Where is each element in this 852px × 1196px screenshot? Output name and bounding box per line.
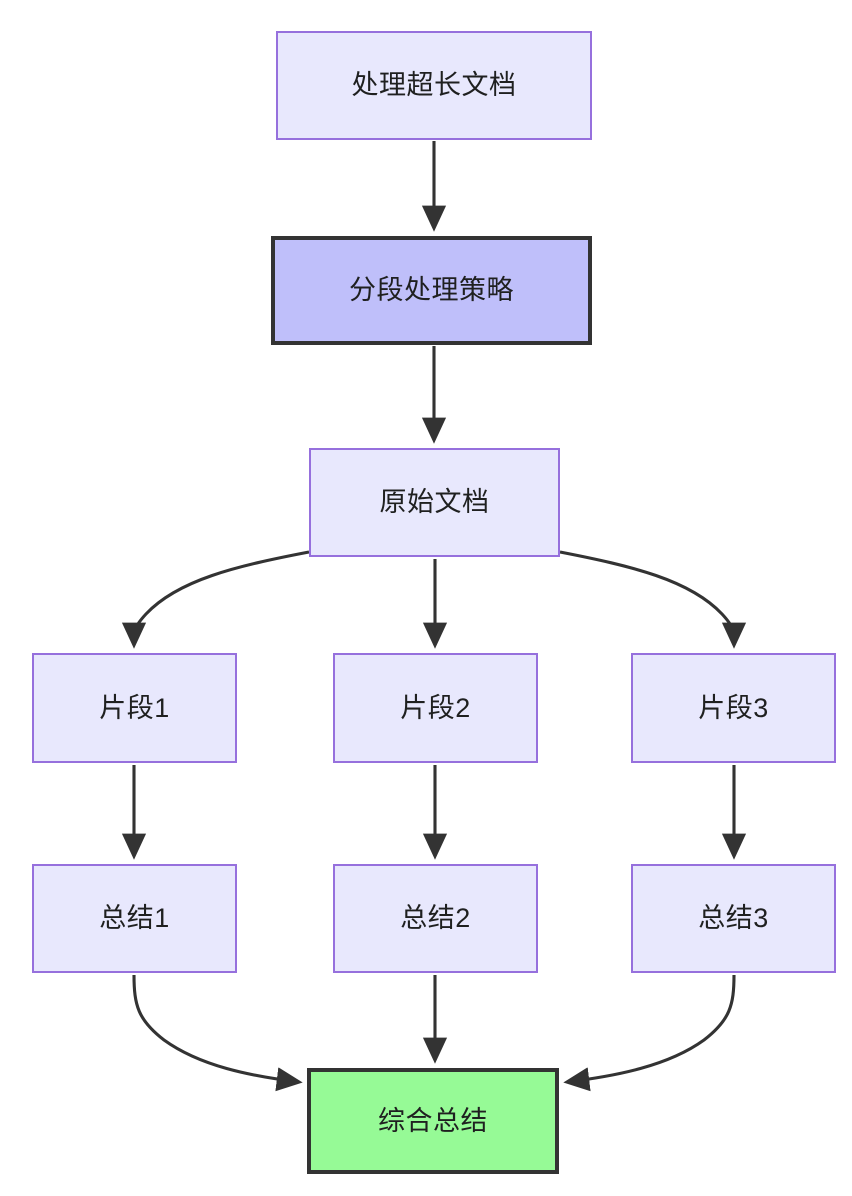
- node-label: 总结3: [698, 903, 769, 934]
- node-fragment-1[interactable]: 片段1: [32, 653, 237, 763]
- node-label: 总结1: [99, 903, 170, 934]
- edge-n3-n4: [121, 550, 310, 649]
- edge-n3-n6: [559, 550, 747, 649]
- node-label: 片段1: [99, 692, 170, 723]
- node-summary-3[interactable]: 总结3: [631, 864, 836, 973]
- node-process-long-document[interactable]: 处理超长文档: [276, 31, 592, 140]
- node-label: 分段处理策略: [349, 275, 514, 306]
- node-original-document[interactable]: 原始文档: [309, 448, 560, 557]
- node-label: 总结2: [400, 903, 471, 934]
- node-label: 处理超长文档: [351, 70, 517, 101]
- edge-n9-n10: [563, 974, 736, 1092]
- node-chunking-strategy[interactable]: 分段处理策略: [271, 236, 592, 345]
- node-fragment-3[interactable]: 片段3: [631, 653, 836, 763]
- node-combined-summary[interactable]: 综合总结: [307, 1068, 559, 1174]
- node-label: 原始文档: [379, 487, 490, 518]
- node-summary-2[interactable]: 总结2: [333, 864, 538, 973]
- node-label: 综合总结: [378, 1105, 488, 1136]
- node-label: 片段3: [698, 692, 769, 723]
- node-fragment-2[interactable]: 片段2: [333, 653, 538, 763]
- node-label: 片段2: [400, 692, 471, 723]
- edge-n7-n10: [132, 974, 303, 1092]
- node-summary-1[interactable]: 总结1: [32, 864, 237, 973]
